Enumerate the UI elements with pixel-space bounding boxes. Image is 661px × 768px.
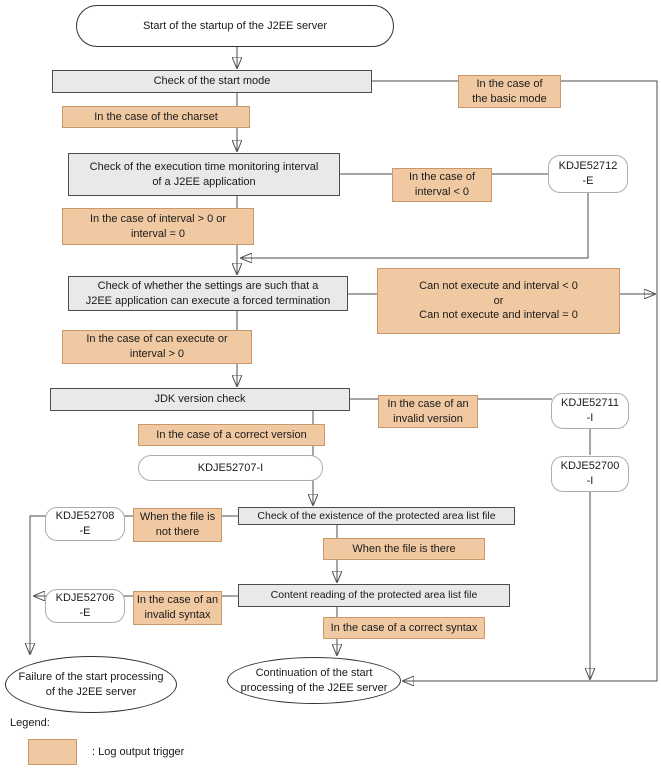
message-kdje52708-e: KDJE52708 -E (45, 507, 125, 541)
trigger-invalid-version: In the case of an invalid version (378, 395, 478, 428)
trigger-charset: In the case of the charset (62, 106, 250, 128)
trigger-file-there: When the file is there (323, 538, 485, 560)
terminal-continuation: Continuation of the start processing of … (227, 657, 401, 704)
process-check-start-mode: Check of the start mode (52, 70, 372, 93)
message-kdje52706-e: KDJE52706 -E (45, 589, 125, 623)
trigger-cannot-execute: Can not execute and interval < 0 or Can … (377, 268, 620, 334)
trigger-basic-mode: In the case of the basic mode (458, 75, 561, 108)
process-check-forced-termination: Check of whether the settings are such t… (68, 276, 348, 311)
process-check-file-existence: Check of the existence of the protected … (238, 507, 515, 525)
legend-title: Legend: (10, 716, 50, 729)
message-kdje52700-i: KDJE52700 -I (551, 456, 629, 492)
trigger-file-not-there: When the file is not there (133, 508, 222, 542)
trigger-interval-gt-eq-0: In the case of interval > 0 or interval … (62, 208, 254, 245)
trigger-correct-version: In the case of a correct version (138, 424, 325, 446)
trigger-invalid-syntax: In the case of an invalid syntax (133, 591, 222, 625)
message-kdje52707-i: KDJE52707-I (138, 455, 323, 481)
trigger-correct-syntax: In the case of a correct syntax (323, 617, 485, 639)
trigger-can-execute: In the case of can execute or interval >… (62, 330, 252, 364)
terminal-failure: Failure of the start processing of the J… (5, 656, 177, 713)
process-jdk-version-check: JDK version check (50, 388, 350, 411)
message-kdje52711-i: KDJE52711 -I (551, 393, 629, 429)
terminal-start: Start of the startup of the J2EE server (76, 5, 394, 47)
legend-trigger-label: : Log output trigger (92, 745, 185, 758)
process-content-reading: Content reading of the protected area li… (238, 584, 510, 607)
trigger-interval-lt-0: In the case of interval < 0 (392, 168, 492, 202)
edge-kdje52712-return (242, 193, 589, 258)
legend-trigger-swatch (28, 739, 77, 765)
process-check-exec-interval: Check of the execution time monitoring i… (68, 153, 340, 196)
message-kdje52712-e: KDJE52712 -E (548, 155, 628, 193)
